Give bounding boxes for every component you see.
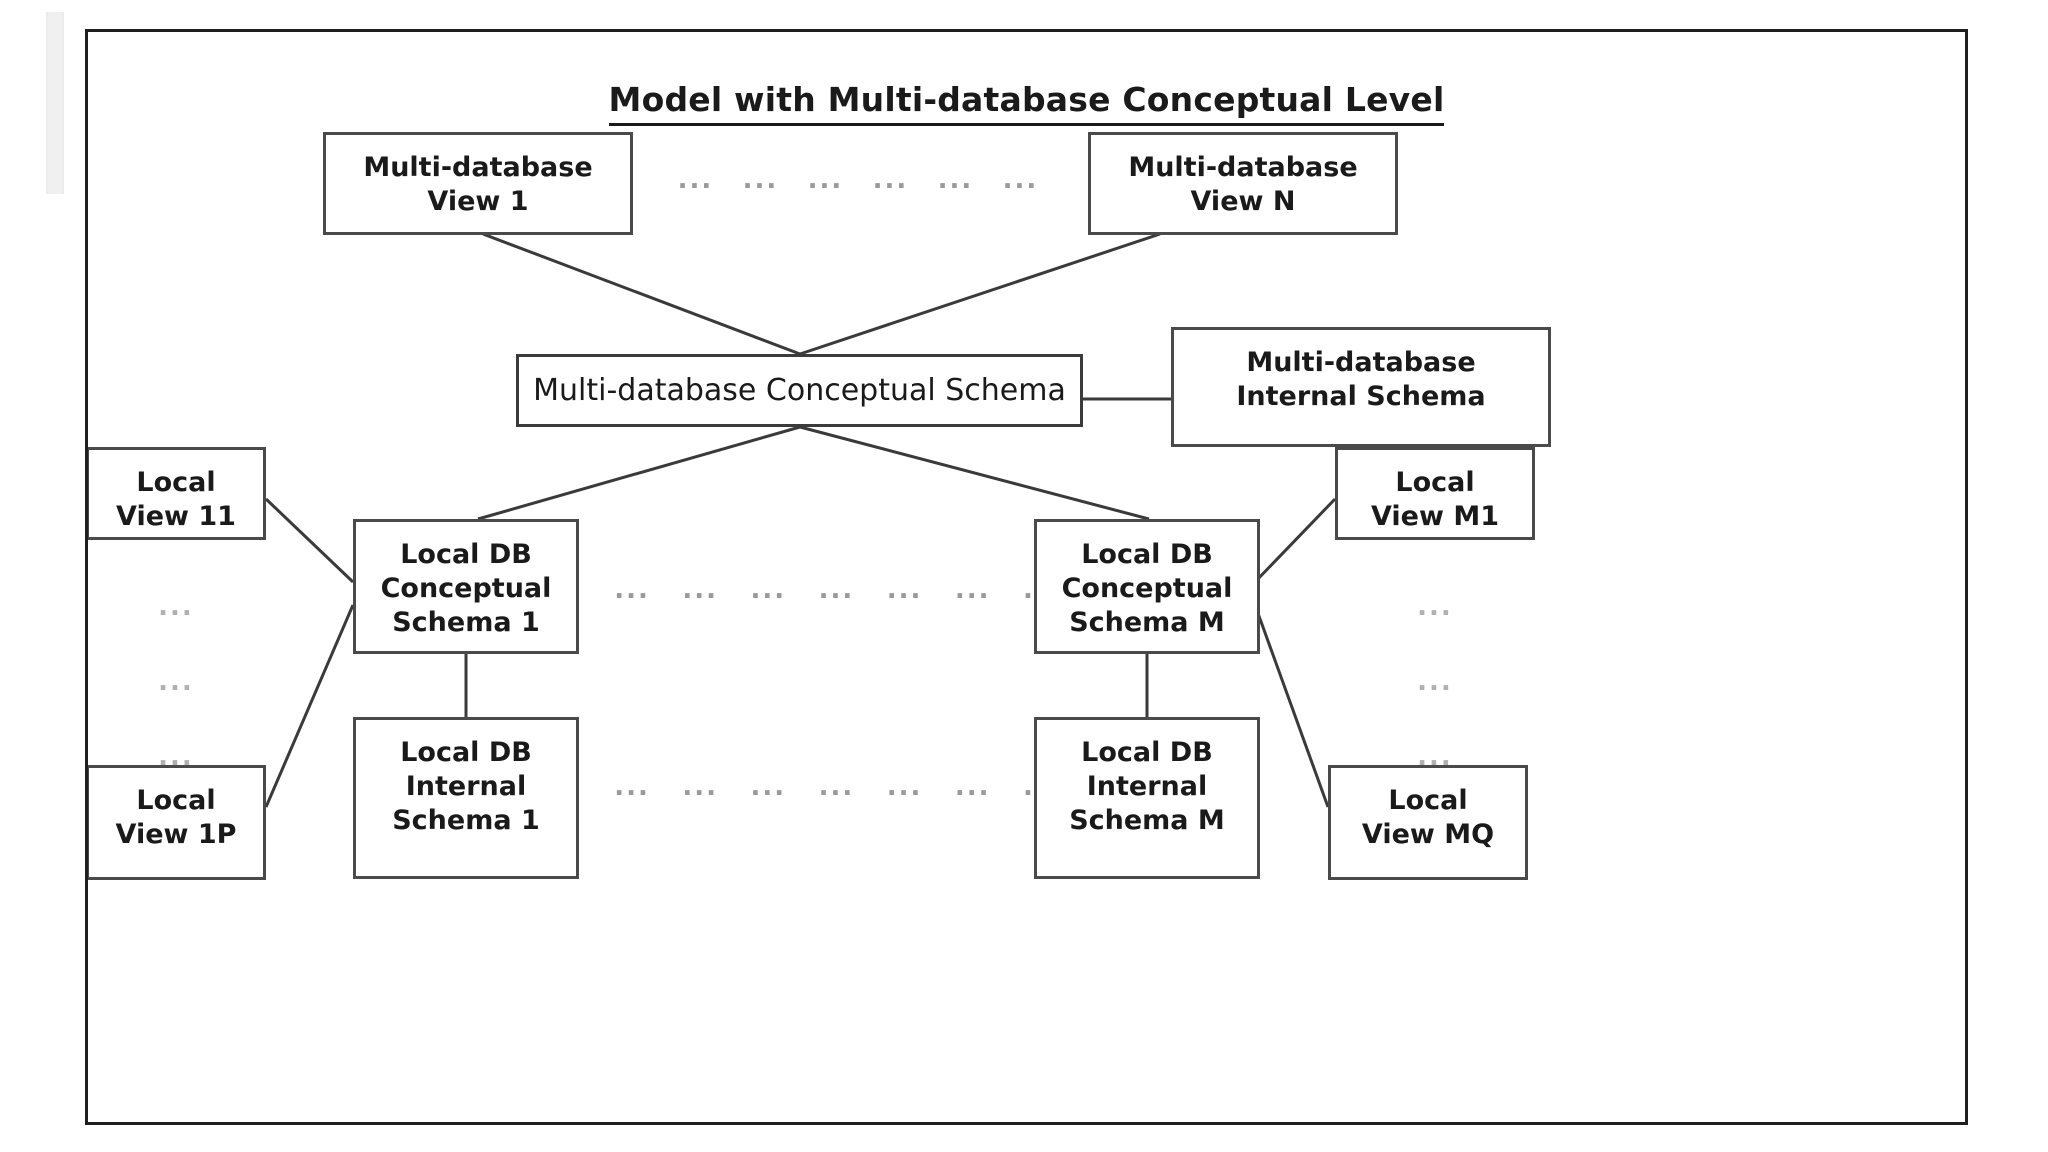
wire-mdbcs-to-ldbcsM — [799, 425, 1150, 521]
ellipsis: ... — [954, 772, 991, 802]
wire-ldbcsM-to-lvM1 — [1253, 497, 1337, 584]
ellipsis: ... — [954, 575, 991, 605]
ellipsis: ... — [872, 165, 909, 195]
ellipsis-right-2: ... — [1417, 667, 1453, 697]
ellipsis-left-1: ... — [158, 592, 194, 622]
ellipsis: ... — [807, 165, 844, 195]
ellipsis: ... — [750, 575, 787, 605]
node-local-db-internal-schema-m[interactable]: Local DB Internal Schema M — [1034, 717, 1260, 879]
ellipsis: ... — [886, 772, 923, 802]
page-title-text: Model with Multi-database Conceptual Lev… — [608, 80, 1445, 126]
ellipsis: ... — [818, 575, 855, 605]
ellipsis: ... — [750, 772, 787, 802]
ellipsis-row-top: ... ... ... ... ... ... — [663, 167, 1053, 193]
wire-view1-to-mdbcs — [482, 232, 801, 356]
wire-viewN-to-mdbcs — [799, 232, 1161, 356]
node-local-db-conceptual-schema-1[interactable]: Local DB Conceptual Schema 1 — [353, 519, 579, 654]
ellipsis-left-2: ... — [158, 667, 194, 697]
node-local-view-11[interactable]: Local View 11 — [88, 447, 266, 540]
wire-mdbcs-to-ldbcs1 — [477, 425, 801, 521]
ellipsis: ... — [614, 772, 650, 802]
page-title: Model with Multi-database Conceptual Lev… — [88, 80, 1965, 126]
ellipsis-right-1: ... — [1417, 592, 1453, 622]
ellipsis: ... — [818, 772, 855, 802]
ellipsis: ... — [682, 772, 718, 802]
ellipsis: ... — [1002, 165, 1039, 195]
node-local-db-conceptual-schema-m[interactable]: Local DB Conceptual Schema M — [1034, 519, 1260, 654]
node-local-view-mq[interactable]: Local View MQ — [1328, 765, 1528, 880]
ellipsis: ... — [682, 575, 718, 605]
ellipsis: ... — [742, 165, 779, 195]
figure-frame: Model with Multi-database Conceptual Lev… — [85, 29, 1968, 1125]
wire-ldbcsM-to-lvMQ — [1253, 604, 1330, 808]
node-multi-database-view-n[interactable]: Multi-database View N — [1088, 132, 1398, 235]
wire-ldbcs1-to-lv1p — [264, 604, 355, 808]
wire-lv11-to-ldbcs1 — [264, 497, 355, 584]
node-multi-database-internal-schema[interactable]: Multi-database Internal Schema — [1171, 327, 1551, 447]
node-multi-database-view-1[interactable]: Multi-database View 1 — [323, 132, 633, 235]
node-local-view-1p[interactable]: Local View 1P — [88, 765, 266, 880]
ellipsis: ... — [886, 575, 923, 605]
node-local-view-m1[interactable]: Local View M1 — [1335, 447, 1535, 540]
node-local-db-internal-schema-1[interactable]: Local DB Internal Schema 1 — [353, 717, 579, 879]
ellipsis: ... — [937, 165, 974, 195]
scan-artifact — [46, 12, 64, 194]
node-multi-database-conceptual-schema[interactable]: Multi-database Conceptual Schema — [516, 354, 1083, 427]
ellipsis: ... — [614, 575, 650, 605]
ellipsis: ... — [677, 165, 714, 195]
